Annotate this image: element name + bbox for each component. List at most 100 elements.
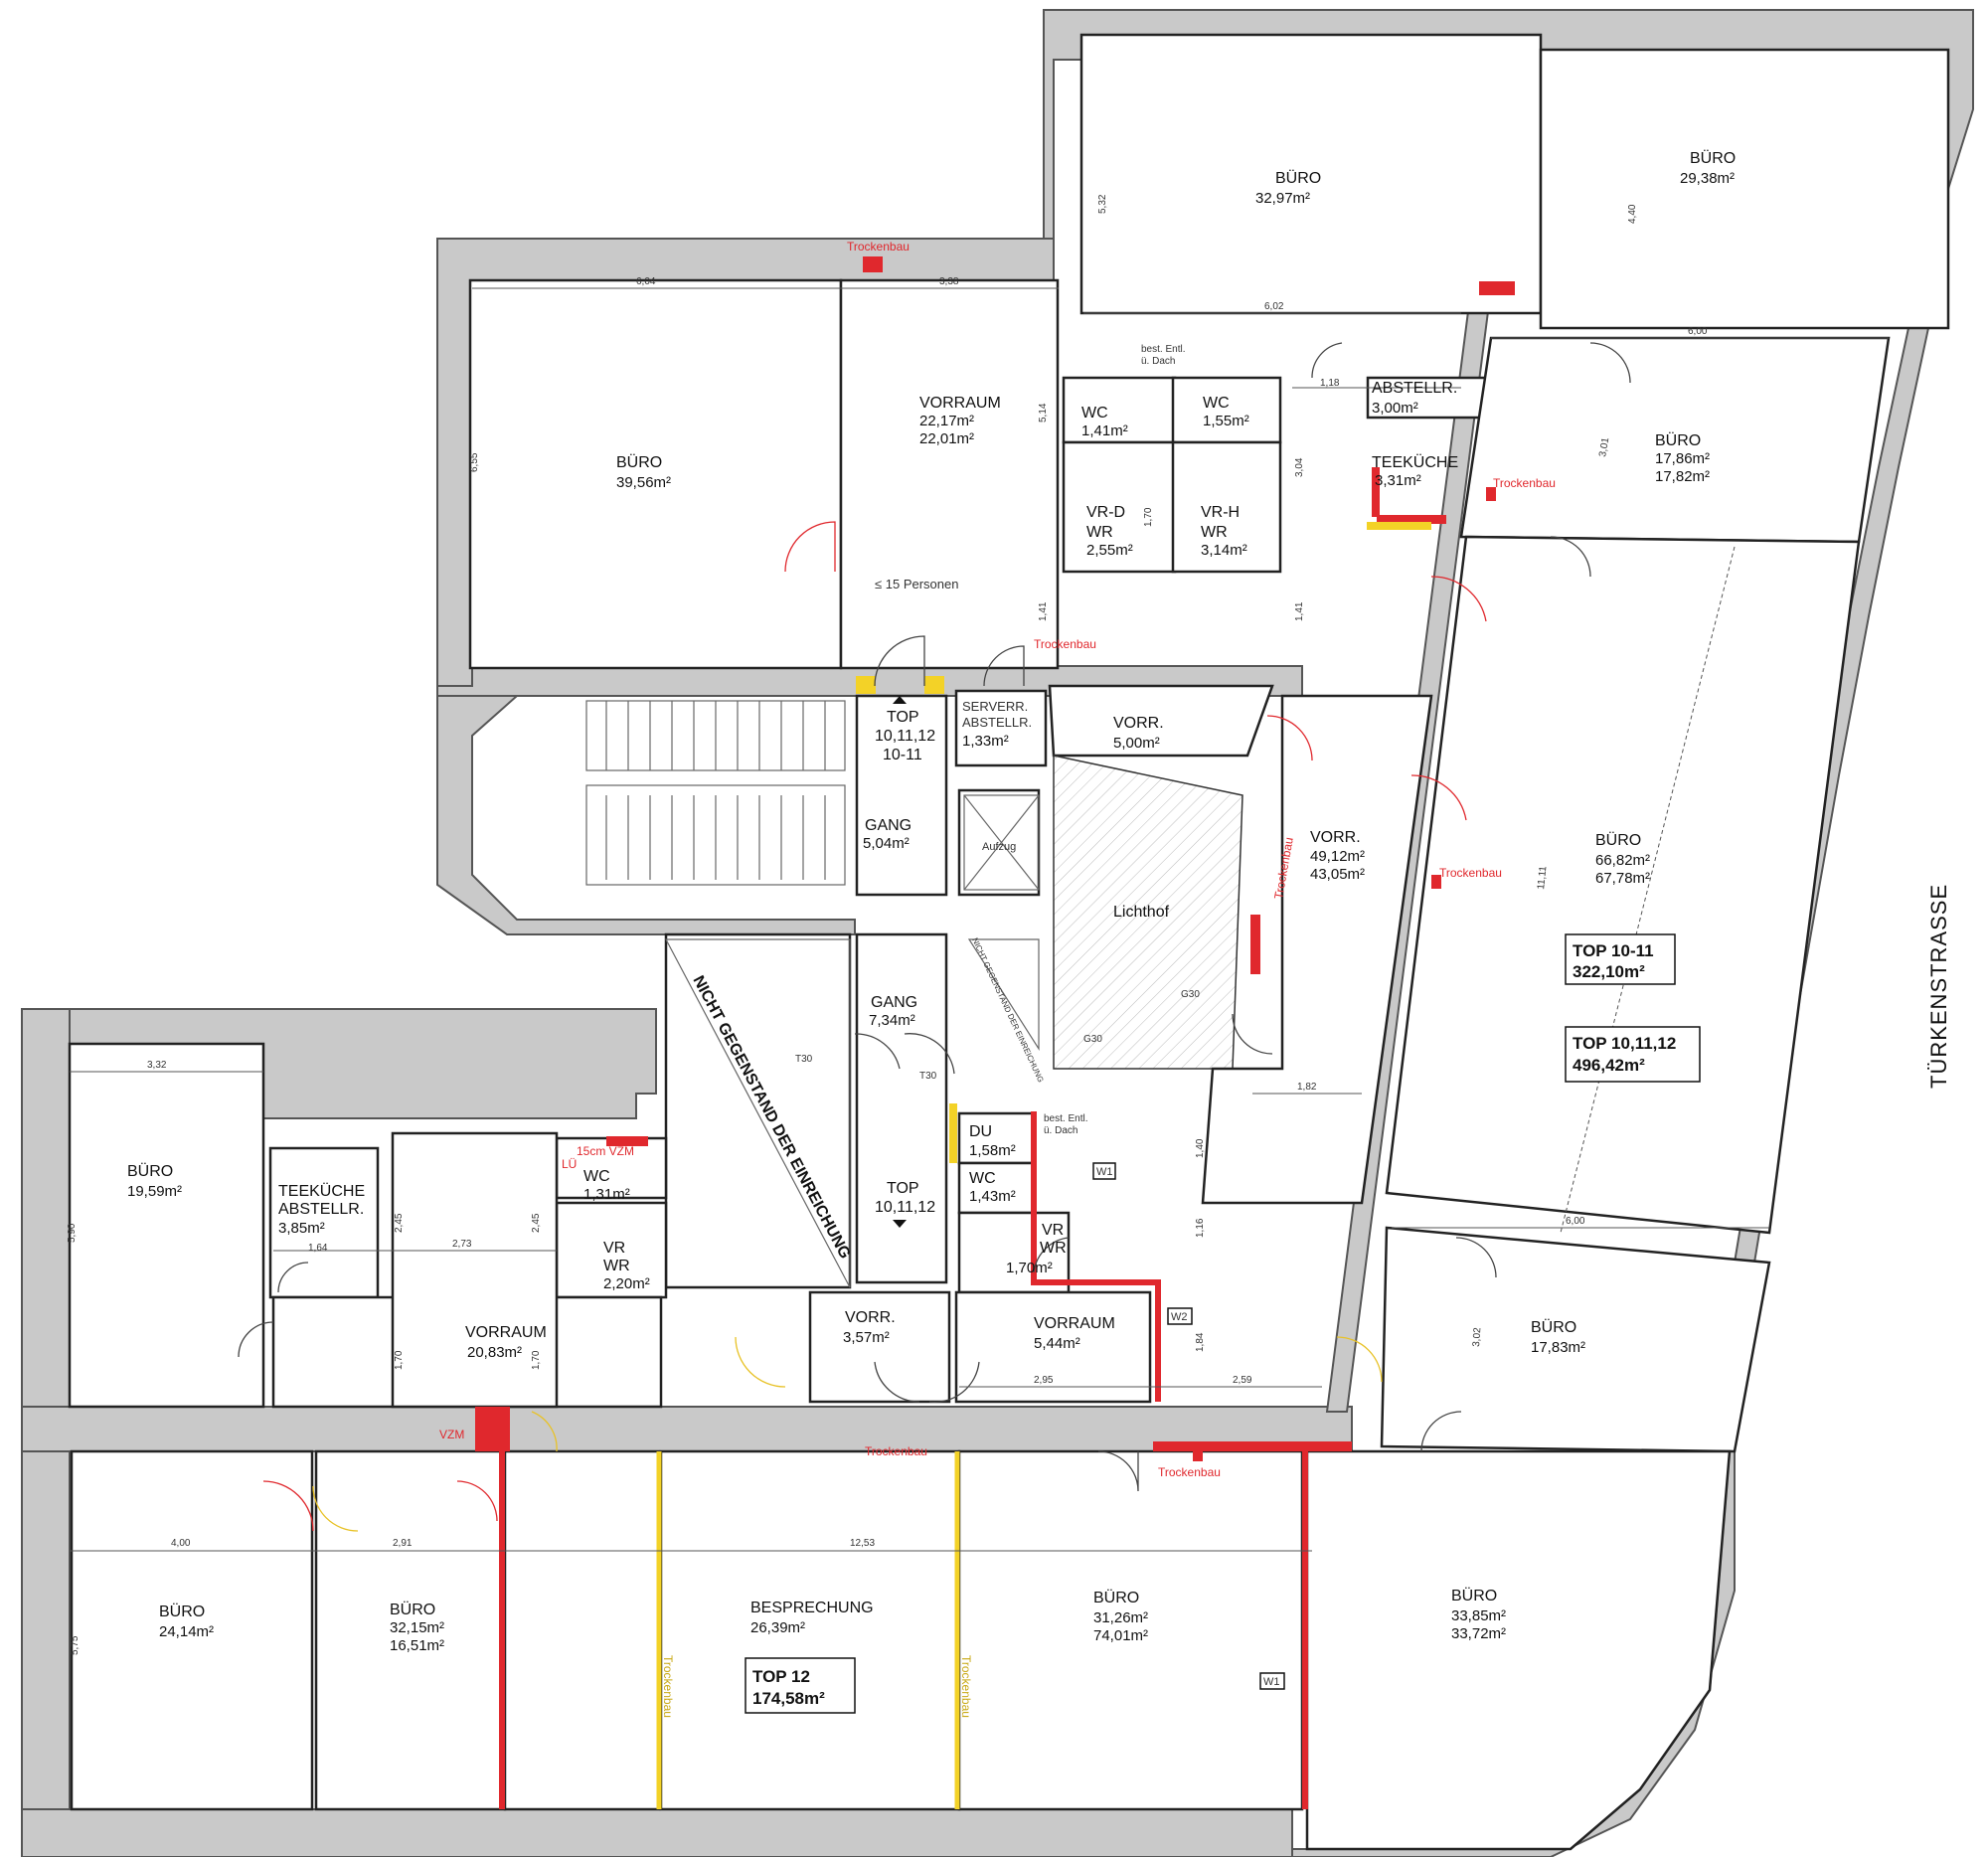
dim-label: 5,75 (70, 1635, 81, 1655)
label-name: SERVERR. (962, 699, 1028, 714)
label-name: DU (969, 1123, 992, 1140)
dim-label: 2,45 (394, 1213, 405, 1233)
fire-rating: T30 (795, 1054, 813, 1065)
label-area: 1,70m² (1006, 1260, 1053, 1276)
label-name: GANG (865, 817, 911, 834)
label-name: WC (969, 1170, 996, 1187)
dim-label: 3,02 (1471, 1327, 1483, 1348)
drywall-note: Trockenbau (1158, 1465, 1221, 1479)
dim-label: 1,70 (1143, 507, 1154, 527)
street-name: TÜRKENSTRASSE (1926, 884, 1951, 1089)
stair-top-label: 10-11 (883, 747, 922, 763)
label-area: 5,00m² (1113, 735, 1160, 752)
label-area: 31,26m² (1093, 1609, 1148, 1626)
label-name: ABSTELLR. (962, 715, 1032, 730)
label-area: 43,05m² (1310, 866, 1365, 883)
drywall-note: Trockenbau (847, 240, 910, 253)
occupancy-note: ≤ 15 Personen (875, 577, 958, 591)
excluded-label-small: NICHT GEGENSTAND DER EINREICHUNG (970, 936, 1045, 1084)
dim-label: 6,55 (469, 452, 480, 472)
stair-top-label: 10,11,12 (875, 1199, 935, 1216)
label-name: WC (583, 1168, 610, 1185)
label-area: 67,78m² (1595, 870, 1650, 887)
unit-area: 496,42m² (1573, 1056, 1645, 1075)
label-name: BÜRO (1595, 831, 1641, 849)
door-swings (238, 342, 1631, 1532)
label-area: 24,14m² (159, 1623, 214, 1640)
label-name: VORRAUM (919, 395, 1001, 412)
label-area: 3,14m² (1201, 542, 1247, 559)
label-name: GANG (871, 994, 917, 1011)
label-area: 1,41m² (1081, 422, 1128, 439)
label-name: TEEKÜCHE (1372, 453, 1458, 471)
label-area: 3,85m² (278, 1220, 325, 1237)
unit-name: TOP 10-11 (1573, 941, 1654, 960)
label-name: BÜRO (127, 1162, 173, 1180)
rooms (68, 33, 1950, 1851)
dim-label: 5,32 (1097, 194, 1108, 214)
label-area: 1,43m² (969, 1188, 1016, 1205)
dim-label: 2,73 (452, 1239, 472, 1250)
label-name: BÜRO (1531, 1318, 1576, 1336)
label-name: VORRAUM (465, 1324, 547, 1341)
label-name: BÜRO (159, 1603, 205, 1620)
label-name: VORRAUM (1034, 1315, 1115, 1332)
label-sub: WR (1086, 524, 1113, 541)
dim-label: 2,95 (1034, 1375, 1054, 1386)
fire-rating: G30 (1181, 989, 1200, 1000)
dim-label: 1,16 (1195, 1218, 1206, 1238)
label-name: VR (603, 1240, 625, 1257)
drywall-note: Trockenbau (959, 1655, 973, 1718)
label-name: BÜRO (1690, 149, 1736, 167)
label-area: 33,85m² (1451, 1607, 1506, 1624)
label-name: WC (1203, 395, 1230, 412)
label-area: 5,04m² (863, 835, 910, 852)
label-area: 16,51m² (390, 1637, 444, 1654)
drywall-note: Trockenbau (1034, 637, 1096, 651)
label-name: BÜRO (390, 1601, 435, 1618)
vzm-note: VZM (439, 1428, 464, 1441)
dim-label: 6,00 (1688, 326, 1708, 337)
dim-label: 4,40 (1627, 204, 1638, 224)
label-area: 22,01m² (919, 430, 974, 447)
note: ü. Dach (1044, 1125, 1077, 1136)
label-area: 17,86m² (1655, 450, 1710, 467)
yellow-markings (656, 522, 1431, 1809)
label-name: BESPRECHUNG (750, 1600, 874, 1616)
dim-label: 1,41 (1038, 601, 1049, 621)
annotations: ≤ 15 Personen best. Entl. ü. Dach best. … (439, 240, 1556, 1718)
label-area: 66,82m² (1595, 852, 1650, 869)
label-name: TEEKÜCHE (278, 1182, 365, 1200)
dim-label: 1,84 (1195, 1332, 1206, 1352)
label-area: 1,31m² (583, 1186, 630, 1203)
label-sub: WR (1201, 524, 1228, 541)
drywall-note: Trockenbau (865, 1444, 927, 1458)
label-area: 1,55m² (1203, 413, 1249, 429)
label-name: VR-D (1086, 504, 1125, 521)
label-area: 26,39m² (750, 1619, 805, 1636)
dim-label: 1,82 (1297, 1082, 1317, 1093)
red-markings (475, 256, 1515, 1809)
label-name: Aufzug (982, 841, 1016, 853)
unit-labels: TOP 10-11 322,10m² TOP 10,11,12 496,42m²… (745, 696, 1701, 1714)
dim-label: 1,18 (1320, 378, 1340, 389)
label-name: BÜRO (1275, 169, 1321, 187)
label-area: 5,44m² (1034, 1335, 1080, 1352)
unit-name: TOP 12 (752, 1667, 810, 1686)
label-area: 3,57m² (843, 1329, 890, 1346)
label-name: ABSTELLR. (1372, 380, 1457, 397)
label-name: Lichthof (1113, 904, 1170, 921)
dim-label: 6,02 (1264, 301, 1284, 312)
label-area: 3,31m² (1375, 472, 1421, 489)
stair-top-label: TOP (887, 1180, 919, 1197)
label-area: 17,82m² (1655, 468, 1710, 485)
lue-note: LÜ (562, 1157, 577, 1171)
unit-name: TOP 10,11,12 (1573, 1034, 1676, 1053)
note: ü. Dach (1141, 356, 1175, 367)
label-name: WC (1081, 405, 1108, 422)
label-area: 49,12m² (1310, 848, 1365, 865)
dim-label: 2,59 (1233, 1375, 1252, 1386)
label-area: 74,01m² (1093, 1627, 1148, 1644)
staircase (585, 700, 1040, 891)
label-name: VORR. (1113, 715, 1164, 732)
